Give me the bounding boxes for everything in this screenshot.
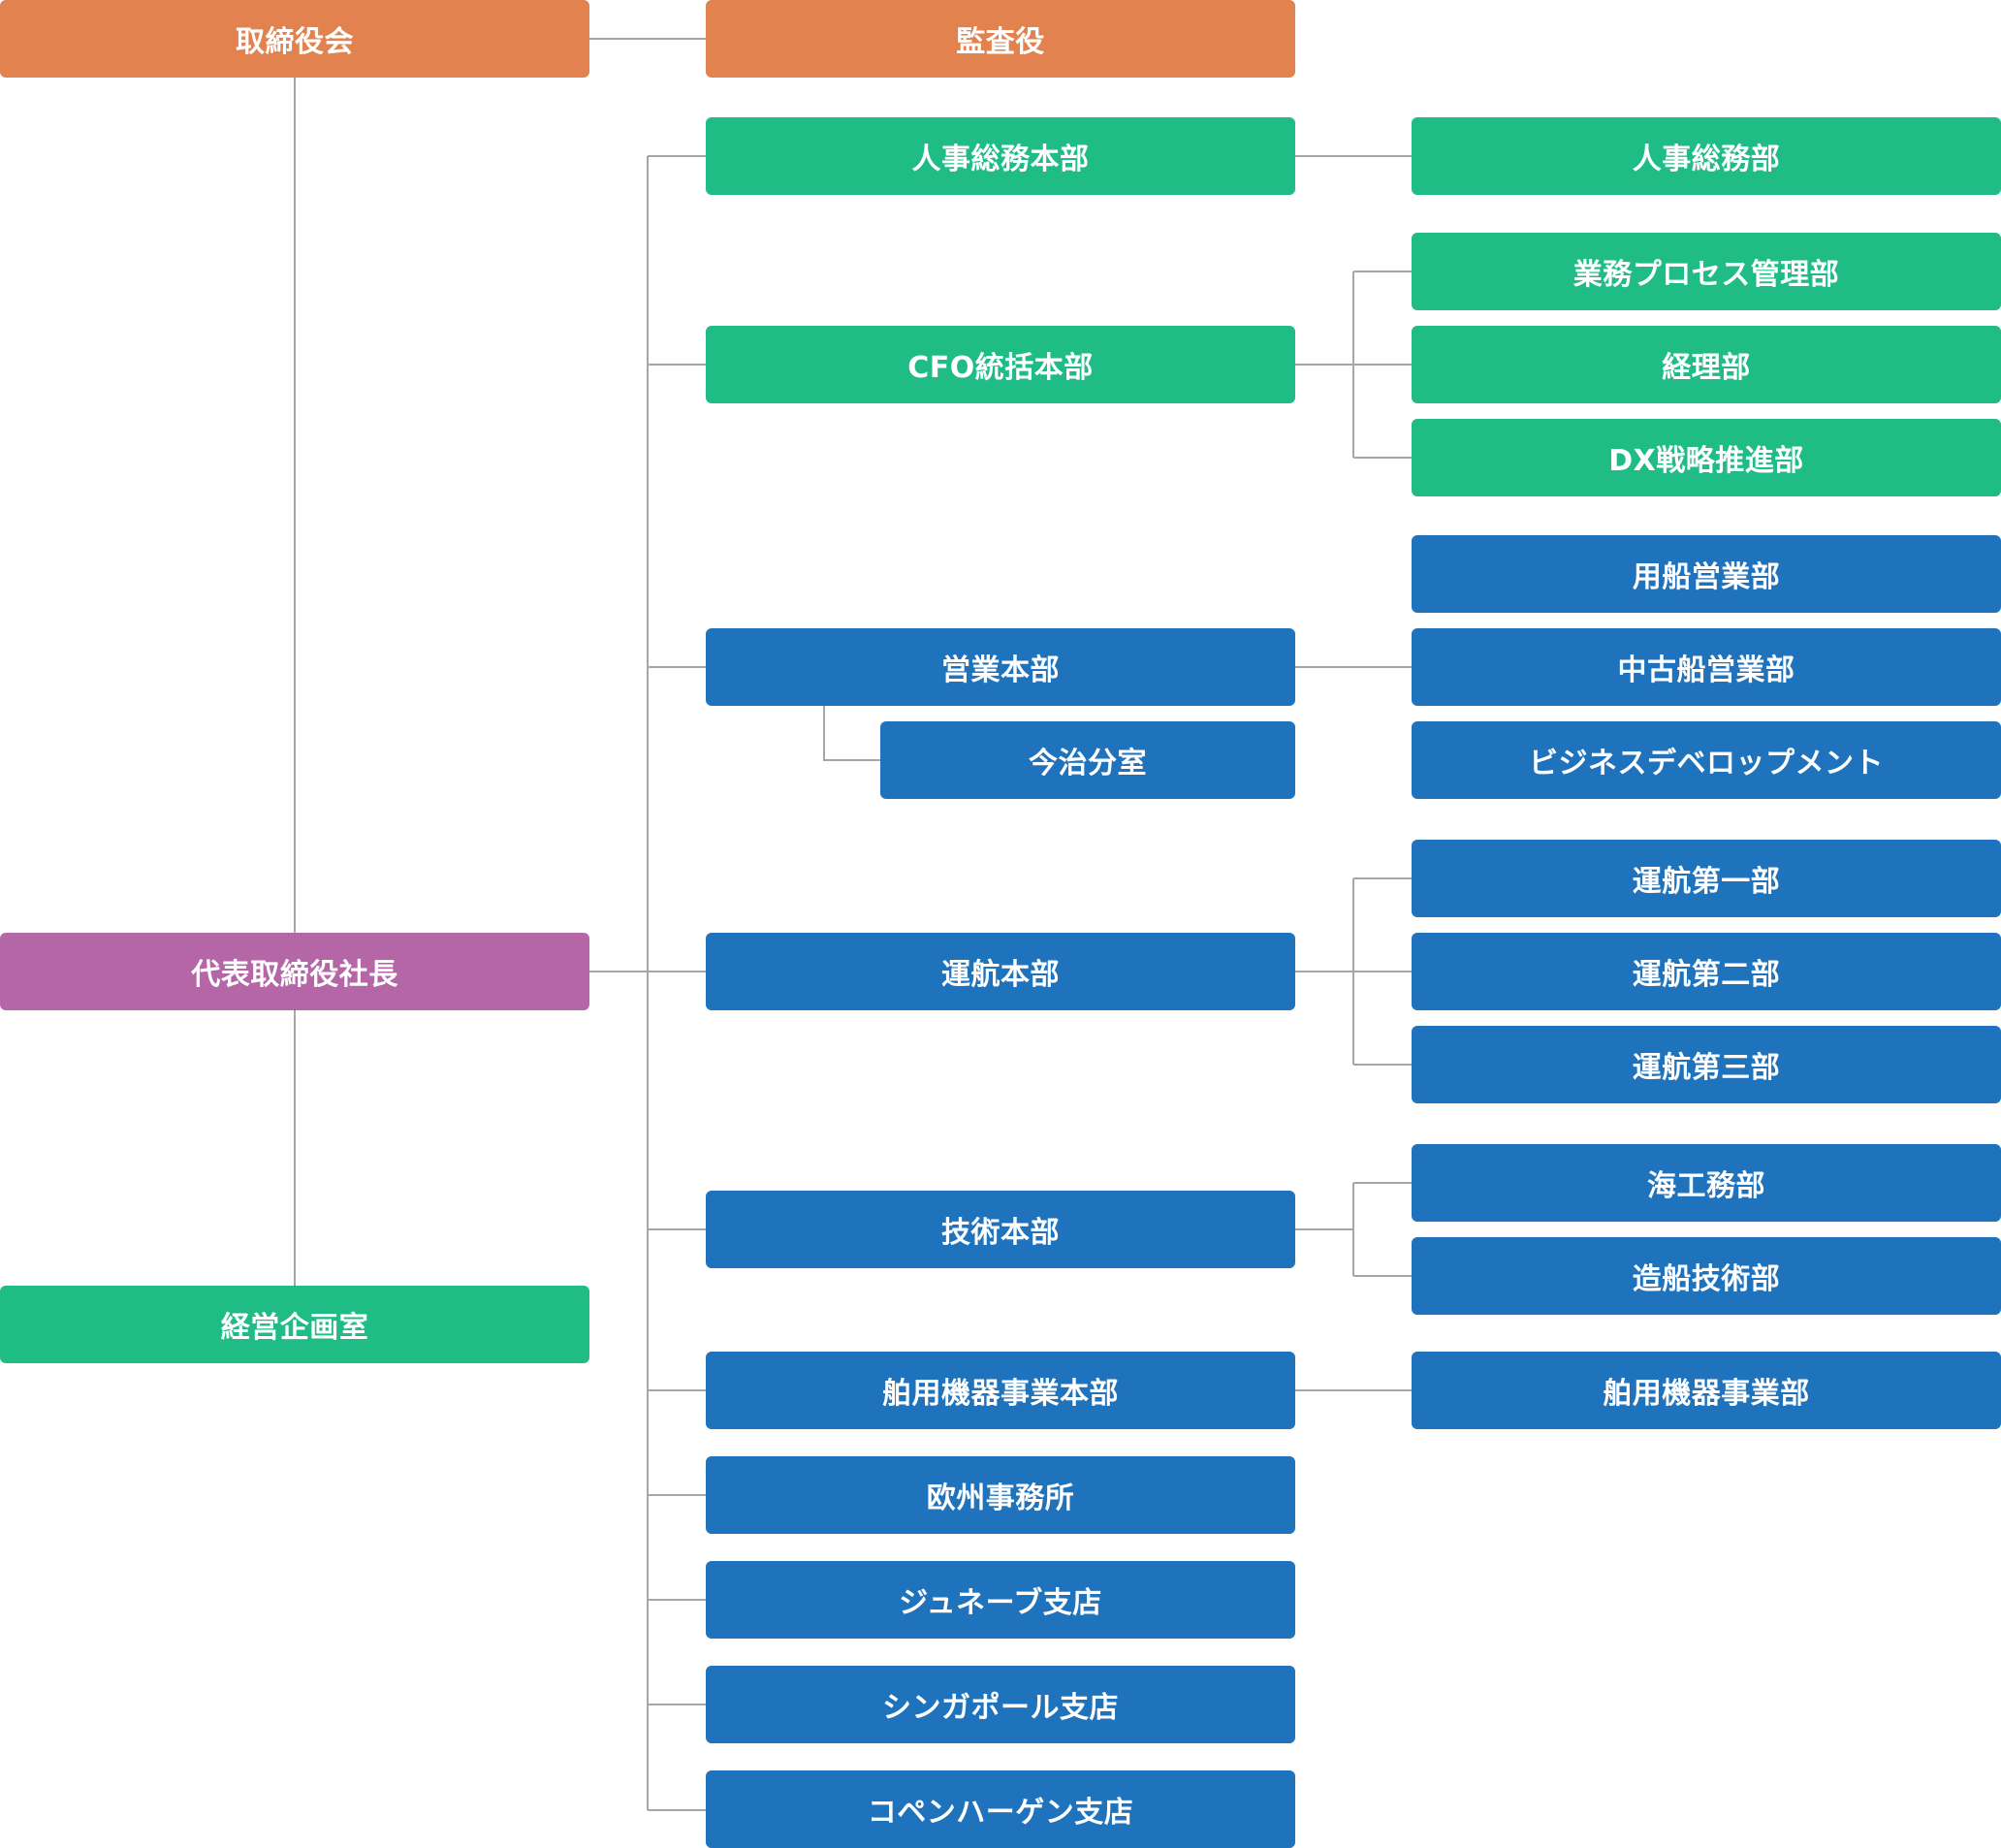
node-hr-hq: 人事総務本部	[706, 117, 1295, 195]
node-sales-dept-1: 用船営業部	[1412, 535, 2001, 613]
node-marine-hq: 舶用機器事業本部	[706, 1352, 1295, 1429]
node-hr-dept: 人事総務部	[1412, 117, 2001, 195]
connector-sales-branch	[823, 706, 880, 761]
node-marine-dept: 舶用機器事業部	[1412, 1352, 2001, 1429]
node-cfo-dept-3: DX戦略推進部	[1412, 419, 2001, 496]
node-ops-dept-2: 運航第二部	[1412, 933, 2001, 1010]
node-tech-dept-1: 海工務部	[1412, 1144, 2001, 1222]
node-ops-hq: 運航本部	[706, 933, 1295, 1010]
node-cfo-hq: CFO統括本部	[706, 326, 1295, 403]
node-tech-hq: 技術本部	[706, 1191, 1295, 1268]
node-europe-office: 欧州事務所	[706, 1456, 1295, 1534]
node-planning-office: 経営企画室	[0, 1286, 589, 1363]
node-auditor: 監査役	[706, 0, 1295, 78]
node-sales-hq: 営業本部	[706, 628, 1295, 706]
node-geneva-branch: ジュネーブ支店	[706, 1561, 1295, 1639]
node-board: 取締役会	[0, 0, 589, 78]
node-ops-dept-3: 運航第三部	[1412, 1026, 2001, 1103]
node-cfo-dept-2: 経理部	[1412, 326, 2001, 403]
node-singapore-branch: シンガポール支店	[706, 1666, 1295, 1743]
node-cfo-dept-1: 業務プロセス管理部	[1412, 233, 2001, 310]
node-sales-branch: 今治分室	[880, 721, 1295, 799]
node-tech-dept-2: 造船技術部	[1412, 1237, 2001, 1315]
node-president: 代表取締役社長	[0, 933, 589, 1010]
node-ops-dept-1: 運航第一部	[1412, 840, 2001, 917]
node-sales-dept-3: ビジネスデベロップメント	[1412, 721, 2001, 799]
node-sales-dept-2: 中古船営業部	[1412, 628, 2001, 706]
node-copenhagen-branch: コペンハーゲン支店	[706, 1770, 1295, 1848]
